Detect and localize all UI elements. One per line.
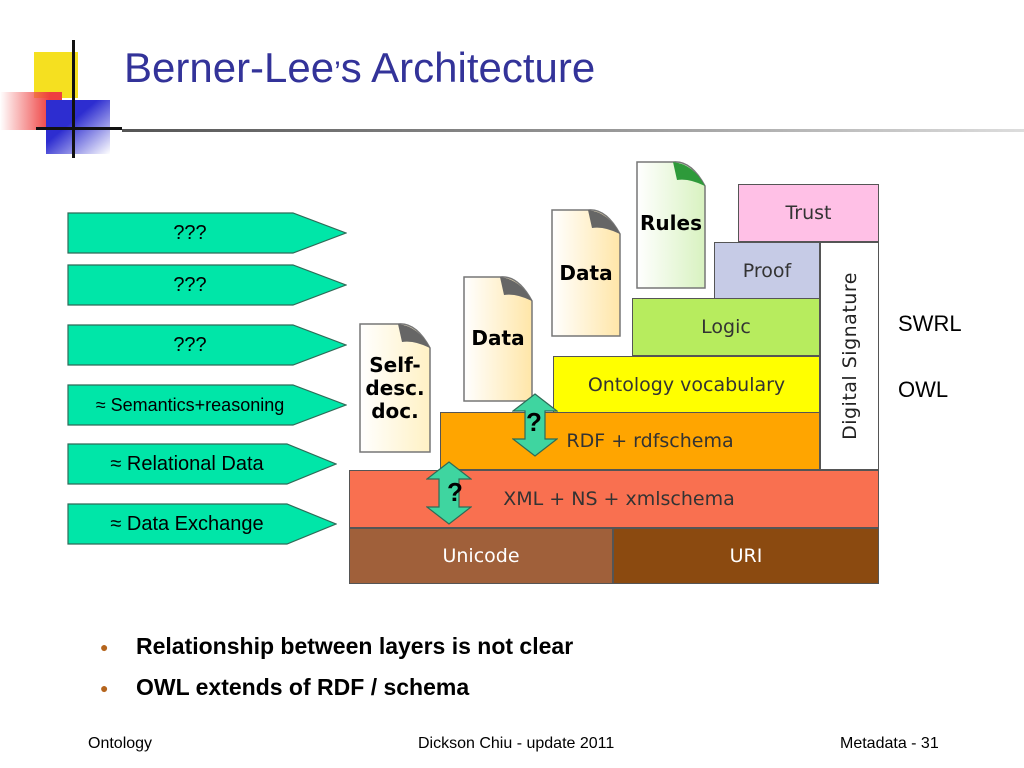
- doc-rules: Rules: [635, 160, 707, 290]
- pointer-5-label: ≈ Relational Data: [110, 452, 264, 475]
- question-mark-lower: ?: [447, 477, 463, 507]
- doc-rules-label: Rules: [640, 211, 702, 235]
- footer-left: Ontology: [88, 735, 153, 752]
- pointer-4: ≈ Semantics+reasoning: [67, 384, 347, 426]
- doc-data-1: Data: [462, 275, 534, 403]
- layer-digital-signature-label: Digital Signature: [838, 272, 861, 440]
- layer-unicode: Unicode: [349, 528, 613, 584]
- layer-rdf: RDF + rdfschema: [440, 412, 820, 470]
- bullet-1-text: Relationship between layers is not clear: [136, 633, 574, 659]
- layer-xml: XML + NS + xmlschema: [349, 470, 879, 528]
- double-arrow-upper: ?: [511, 393, 559, 457]
- pointer-5: ≈ Relational Data: [67, 443, 337, 485]
- layer-logic-label: Logic: [701, 316, 751, 338]
- layer-ontology-label: Ontology vocabulary: [587, 374, 786, 396]
- double-arrow-lower: ?: [425, 461, 473, 525]
- layer-digital-signature: Digital Signature: [820, 242, 879, 470]
- pointer-2: ???: [67, 264, 347, 306]
- pointer-1-label: ???: [173, 221, 207, 244]
- title-rest: s Architecture: [340, 44, 596, 91]
- doc-data-1-label: Data: [471, 326, 525, 350]
- bullet-2-text: OWL extends of RDF / schema: [136, 674, 470, 700]
- owl-label: OWL: [898, 377, 949, 402]
- layer-uri-label: URI: [729, 545, 763, 567]
- pointer-6: ≈ Data Exchange: [67, 503, 337, 545]
- doc-self-desc-label: Self- desc. doc.: [365, 353, 425, 423]
- logo-horizontal-line: [36, 127, 122, 130]
- pointer-3-label: ???: [173, 333, 207, 356]
- title-main: Berner-Lee: [124, 44, 335, 91]
- layer-uri: URI: [613, 528, 879, 584]
- doc-self-desc: Self- desc. doc.: [358, 322, 432, 454]
- layer-ontology: Ontology vocabulary: [553, 356, 820, 414]
- slide-title: Berner-Lee’s Architecture: [124, 44, 595, 92]
- logo-vertical-line: [72, 40, 75, 158]
- question-mark-upper: ?: [526, 407, 542, 437]
- pointer-2-label: ???: [173, 273, 207, 296]
- bullet-dot: ●: [100, 639, 109, 655]
- bullet-1: ● Relationship between layers is not cle…: [100, 633, 574, 660]
- pointer-4-label: ≈ Semantics+reasoning: [95, 394, 285, 415]
- footer-center: Dickson Chiu - update 2011: [418, 735, 615, 752]
- layer-xml-label: XML + NS + xmlschema: [503, 488, 735, 510]
- layer-proof-label: Proof: [742, 260, 792, 282]
- layer-trust-label: Trust: [785, 202, 832, 224]
- pointer-3: ???: [67, 324, 347, 366]
- pointer-6-label: ≈ Data Exchange: [110, 512, 264, 535]
- layer-logic: Logic: [632, 298, 820, 356]
- layer-unicode-label: Unicode: [442, 545, 520, 567]
- layer-rdf-label: RDF + rdfschema: [566, 430, 734, 452]
- bullet-dot: ●: [100, 680, 109, 696]
- logo-yellow-square: [34, 52, 78, 98]
- pointer-1: ???: [67, 212, 347, 254]
- bullet-2: ● OWL extends of RDF / schema: [100, 674, 470, 701]
- layer-proof: Proof: [714, 242, 820, 300]
- doc-data-2: Data: [550, 208, 622, 338]
- footer-right: Metadata - 31: [840, 735, 939, 752]
- title-underline: [122, 129, 1024, 132]
- swrl-label: SWRL: [898, 311, 962, 336]
- layer-trust: Trust: [738, 184, 879, 242]
- title-apostrophe: ’: [334, 56, 341, 89]
- doc-data-2-label: Data: [559, 261, 613, 285]
